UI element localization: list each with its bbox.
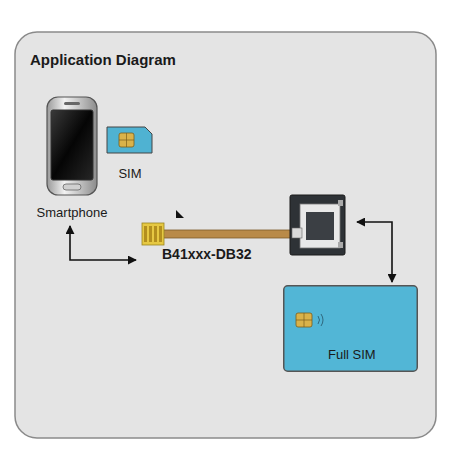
panel — [15, 32, 436, 438]
flex-cable — [158, 230, 298, 238]
tip-contact — [154, 226, 157, 242]
smartphone-illustration — [36, 95, 108, 197]
sim-card — [107, 127, 152, 153]
adapter-node: B41xxx-DB32 — [140, 190, 355, 270]
phone-button — [63, 184, 81, 190]
node-label: Smartphone — [36, 205, 108, 220]
node-label: SIM — [105, 166, 155, 181]
diagram-title: Application Diagram — [30, 51, 176, 68]
chip-lines — [296, 313, 312, 327]
pointer-triangle — [176, 210, 184, 218]
phone-screen — [51, 110, 93, 180]
socket-slot — [306, 212, 334, 240]
adapter-board — [290, 195, 345, 255]
board-part — [338, 242, 343, 248]
sim-chip — [119, 133, 134, 147]
full-sim-chip — [296, 313, 312, 327]
connector-arrow — [357, 222, 392, 282]
tip-contacts — [144, 226, 162, 242]
board-part — [338, 200, 343, 206]
smartphone-node: Smartphone — [36, 95, 108, 222]
sim-node: SIM — [105, 125, 155, 182]
sim-illustration — [105, 125, 155, 155]
full-sim-node: Full SIM — [283, 285, 418, 372]
connector-arrow — [70, 226, 136, 260]
node-label: B41xxx-DB32 — [162, 246, 252, 262]
tip-contact — [144, 226, 147, 242]
card-socket — [300, 204, 340, 248]
phone-body — [47, 97, 97, 195]
node-label: Full SIM — [328, 347, 376, 362]
chip-lines — [119, 133, 134, 147]
cable-connector — [292, 228, 302, 238]
sim-tip — [142, 223, 164, 245]
full-sim-card — [284, 286, 418, 372]
tip-contact — [159, 226, 162, 242]
tip-contact — [149, 226, 152, 242]
phone-speaker — [64, 102, 80, 105]
contactless-mark — [318, 314, 323, 326]
